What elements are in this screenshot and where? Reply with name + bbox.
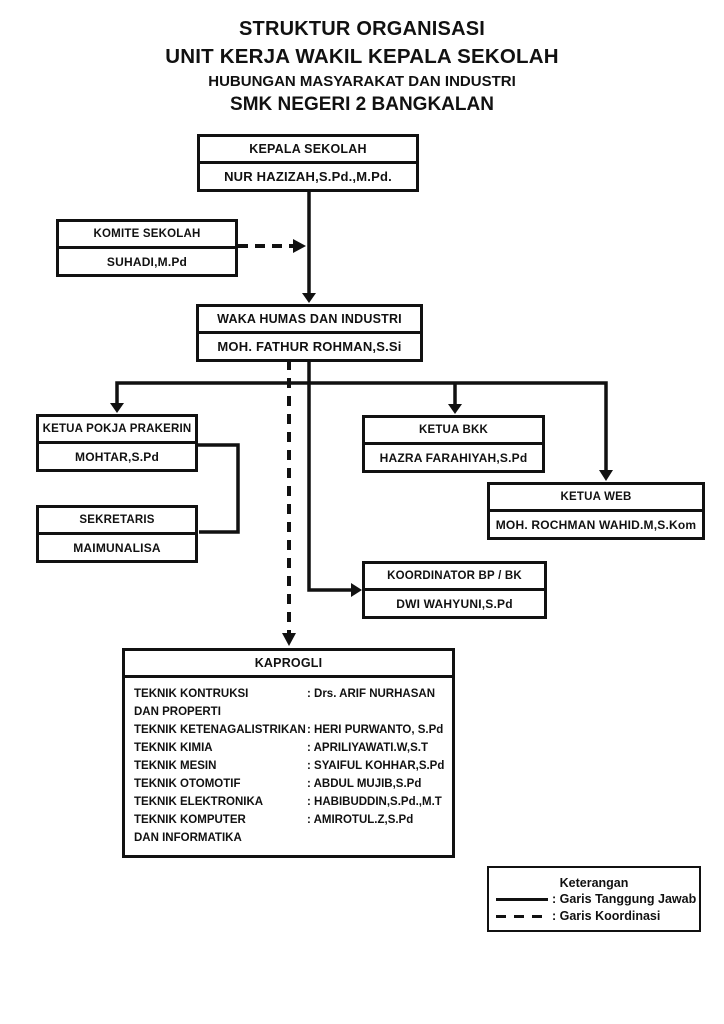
box-member-name: MOHTAR,S.Pd [75,449,159,464]
dept-line-1: TEKNIK KONTRUKSI [134,688,249,700]
org-box-kepala-sekolah: KEPALA SEKOLAH NUR HAZIZAH,S.Pd.,M.Pd. [197,134,419,192]
org-box-komite-sekolah: KOMITE SEKOLAH SUHADI,M.Pd [56,219,238,277]
box-member-name: SUHADI,M.Pd [106,254,188,269]
list-item: TEKNIK KOMPUTER DAN INFORMATIKA : AMIROT… [134,811,446,847]
list-item: TEKNIK MESIN : SYAIFUL KOHHAR,S.Pd [134,757,446,775]
dept-head-name: : Drs. ARIF NURHASAN [307,688,435,700]
box-title: KETUA POKJA PRAKERIN [39,417,195,444]
box-title: KOMITE SEKOLAH [59,222,235,249]
box-title: KOORDINATOR BP / BK [365,564,544,591]
dept-head-name: : AMIROTUL.Z,S.Pd [307,814,414,826]
arrow-down-web-icon [599,470,613,481]
dept-line-2: DAN INFORMATIKA [134,832,242,844]
list-item: TEKNIK KONTRUKSI DAN PROPERTI : Drs. ARI… [134,685,446,721]
box-member-name: NUR HAZIZAH,S.Pd.,M.Pd. [224,169,392,184]
dept-name: TEKNIK KETENAGALISTRIKAN [134,721,307,739]
list-item: TEKNIK OTOMOTIF : ABDUL MUJIB,S.Pd [134,775,446,793]
box-title: WAKA HUMAS DAN INDUSTRI [199,307,420,334]
box-title: KETUA WEB [490,485,702,512]
legend-item-coordination: : Garis Koordinasi [489,908,699,925]
dept-head-name: : HERI PURWANTO, S.Pd [307,724,444,736]
legend-item-responsibility: : Garis Tanggung Jawab [489,891,699,908]
legend-label: : Garis Tanggung Jawab [552,892,697,906]
title-line-1: STRUKTUR ORGANISASI [238,18,486,40]
org-box-ketua-pokja-prakerin: KETUA POKJA PRAKERIN MOHTAR,S.Pd [36,414,198,472]
box-title: KAPROGLI [125,651,452,678]
legend-title: Keterangan [559,876,629,890]
connector-pokja-sekretaris [198,443,240,534]
dept-head-name: : APRILIYAWATI.W,S.T [307,742,428,754]
arrow-down-pokja-icon [110,403,124,413]
dept-name: TEKNIK KONTRUKSI DAN PROPERTI [134,685,307,721]
arrow-down-bkk-icon [448,404,462,414]
org-box-kaprogli: KAPROGLI TEKNIK KONTRUKSI DAN PROPERTI :… [122,648,455,858]
list-item: TEKNIK ELEKTRONIKA : HABIBUDDIN,S.Pd.,M.… [134,793,446,811]
box-title: KETUA BKK [365,418,542,445]
list-item: TEKNIK KIMIA : APRILIYAWATI.W,S.T [134,739,446,757]
dept-line-1: TEKNIK OTOMOTIF [134,778,241,790]
dashed-line-sample-icon [496,914,548,919]
box-member-name: MOH. ROCHMAN WAHID.M,S.Kom [495,517,697,532]
arrow-right-koordinator-icon [351,583,362,597]
title-line-2: UNIT KERJA WAKIL KEPALA SEKOLAH [165,45,559,68]
title-line-3: HUBUNGAN MASYARAKAT DAN INDUSTRI [208,73,516,90]
box-member-name: MAIMUNALISA [73,540,161,555]
dept-name: TEKNIK KOMPUTER DAN INFORMATIKA [134,811,307,847]
dept-head-name: : SYAIFUL KOHHAR,S.Pd [307,760,445,772]
dept-name: TEKNIK OTOMOTIF [134,775,307,793]
list-item: TEKNIK KETENAGALISTRIKAN : HERI PURWANTO… [134,721,446,739]
box-member-name: MOH. FATHUR ROHMAN,S.Si [217,339,402,354]
dept-line-1: TEKNIK ELEKTRONIKA [134,796,264,808]
arrow-right-komite-icon [293,239,306,253]
org-box-koordinator-bp-bk: KOORDINATOR BP / BK DWI WAHYUNI,S.Pd [362,561,547,619]
dept-line-1: TEKNIK MESIN [134,760,217,772]
org-box-ketua-bkk: KETUA BKK HAZRA FARAHIYAH,S.Pd [362,415,545,473]
org-box-sekretaris: SEKRETARIS MAIMUNALISA [36,505,198,563]
dept-name: TEKNIK MESIN [134,757,307,775]
title-line-4: SMK NEGERI 2 BANGKALAN [230,94,494,115]
arrow-down-kaprogli-icon [282,633,296,646]
connector-distribution-rail [115,381,608,471]
box-title: SEKRETARIS [39,508,195,535]
dept-head-name: : ABDUL MUJIB,S.Pd [307,778,422,790]
org-box-waka-humas: WAKA HUMAS DAN INDUSTRI MOH. FATHUR ROHM… [196,304,423,362]
box-member-name: HAZRA FARAHIYAH,S.Pd [379,450,528,465]
dept-line-1: TEKNIK KETENAGALISTRIKAN [134,724,306,736]
legend-label: : Garis Koordinasi [552,909,661,923]
dept-line-1: TEKNIK KIMIA [134,742,213,754]
arrow-down-waka-icon [302,293,316,303]
dept-head-name: : HABIBUDDIN,S.Pd.,M.T [307,796,442,808]
dept-name: TEKNIK ELEKTRONIKA [134,793,307,811]
box-title: KEPALA SEKOLAH [200,137,416,164]
connector-waka-koordinator [307,360,351,592]
org-box-ketua-web: KETUA WEB MOH. ROCHMAN WAHID.M,S.Kom [487,482,705,540]
page-title: STRUKTUR ORGANISASI UNIT KERJA WAKIL KEP… [0,15,724,118]
dept-line-2: DAN PROPERTI [134,706,221,718]
legend-box: Keterangan : Garis Tanggung Jawab : Gari… [487,866,701,932]
kaprogli-list: TEKNIK KONTRUKSI DAN PROPERTI : Drs. ARI… [125,678,452,855]
solid-line-sample-icon [496,897,548,902]
dept-line-1: TEKNIK KOMPUTER [134,814,246,826]
box-member-name: DWI WAHYUNI,S.Pd [396,596,513,611]
dept-name: TEKNIK KIMIA [134,739,307,757]
